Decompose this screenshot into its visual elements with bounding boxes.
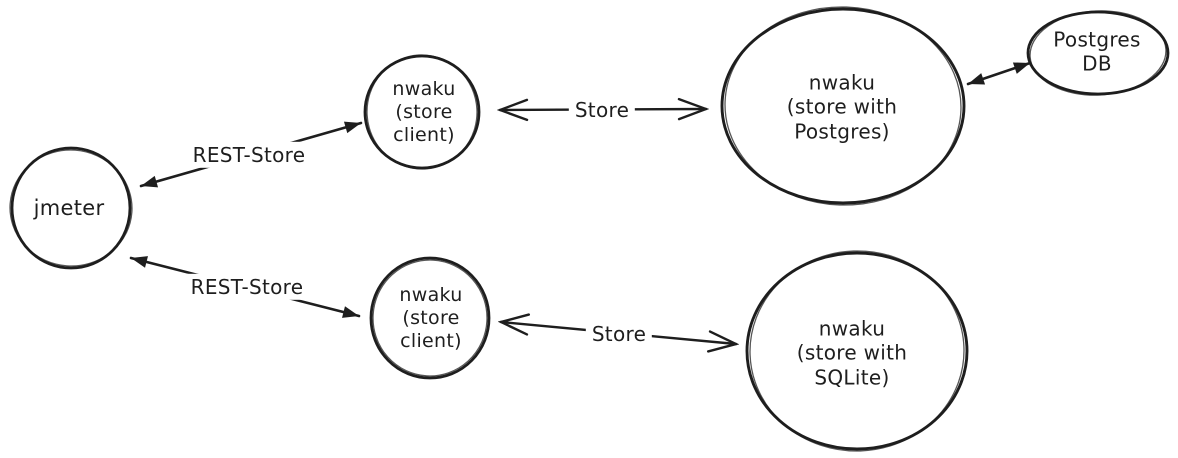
- node-store-client-bottom-shape: [369, 256, 491, 380]
- edge-rest-store-top-label: REST-Store: [186, 141, 312, 169]
- node-postgres-db-label: Postgres DB: [1053, 27, 1141, 76]
- node-store-sqlite-label: nwaku (store with SQLite): [796, 316, 908, 390]
- node-store-sqlite-shape: [745, 250, 969, 452]
- node-jmeter-label: jmeter: [33, 196, 105, 221]
- node-postgres-db-shape: [1026, 10, 1170, 96]
- edge-store-top-label: Store: [568, 96, 636, 124]
- node-jmeter-shape: [9, 146, 133, 270]
- edge-rest-store-bottom-label: REST-Store: [184, 273, 310, 301]
- edge-postgres-db-link-arrow: [966, 61, 1032, 86]
- edge-store-bottom-label: Store: [585, 320, 653, 348]
- node-store-client-bottom-label: nwaku (store client): [399, 284, 463, 353]
- node-store-client-top-shape: [363, 54, 481, 170]
- node-store-postgres-label: nwaku (store with Postgres): [786, 70, 898, 144]
- node-store-client-top-label: nwaku (store client): [392, 78, 456, 147]
- node-store-postgres-shape: [720, 6, 966, 206]
